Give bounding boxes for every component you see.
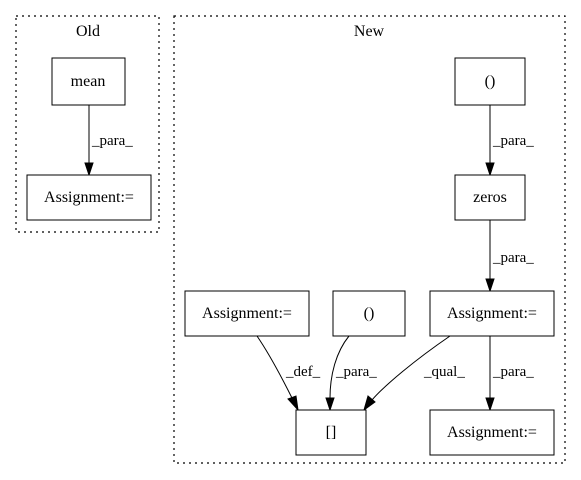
edge-label-para: _para_ [335, 364, 377, 380]
edge-label-qual: _qual_ [423, 364, 465, 380]
node-zeros-label: zeros [473, 189, 507, 206]
node-zeros[interactable]: zeros [454, 174, 526, 221]
node-mean[interactable]: mean [51, 57, 126, 106]
node-old-assignment[interactable]: Assignment:= [26, 174, 152, 221]
edge-assignment-qual-index: _qual_ [363, 335, 465, 412]
edge-assignment-def-index: _def_ [256, 335, 321, 412]
edge-label-para: _para_ [492, 133, 534, 149]
cluster-new-label: New [354, 23, 385, 40]
node-mean-label: mean [71, 73, 106, 90]
cluster-old-label: Old [76, 23, 100, 40]
node-assignment-bottom[interactable]: Assignment:= [429, 409, 555, 456]
node-assignment-mid-label: Assignment:= [447, 305, 537, 322]
edge-label-def: _def_ [285, 364, 321, 380]
node-assignment-left-label: Assignment:= [202, 305, 292, 322]
node-index[interactable]: [] [295, 409, 367, 456]
node-paren-mid-label: () [364, 305, 375, 322]
edge-label-para: _para_ [492, 250, 534, 266]
edge-label-para: _para_ [492, 364, 534, 380]
edge-mean-to-assignment: _para_ [84, 105, 133, 177]
edge-label-para: _para_ [91, 133, 133, 149]
edge-paren-to-zeros: _para_ [485, 105, 534, 177]
node-old-assignment-label: Assignment:= [44, 189, 134, 206]
edge-zeros-to-assignment: _para_ [485, 220, 534, 293]
node-paren-top[interactable]: () [454, 57, 526, 106]
edge-assignment-to-assignment: _para_ [485, 336, 534, 412]
edge-paren-para-index: _para_ [325, 335, 377, 412]
node-index-label: [] [326, 424, 337, 441]
node-paren-mid[interactable]: () [332, 290, 406, 337]
node-assignment-left[interactable]: Assignment:= [184, 290, 310, 337]
cluster-old: Old [15, 15, 160, 233]
node-assignment-mid[interactable]: Assignment:= [429, 290, 555, 337]
cluster-new: New [173, 15, 566, 464]
node-assignment-bottom-label: Assignment:= [447, 424, 537, 441]
node-paren-top-label: () [485, 73, 496, 90]
